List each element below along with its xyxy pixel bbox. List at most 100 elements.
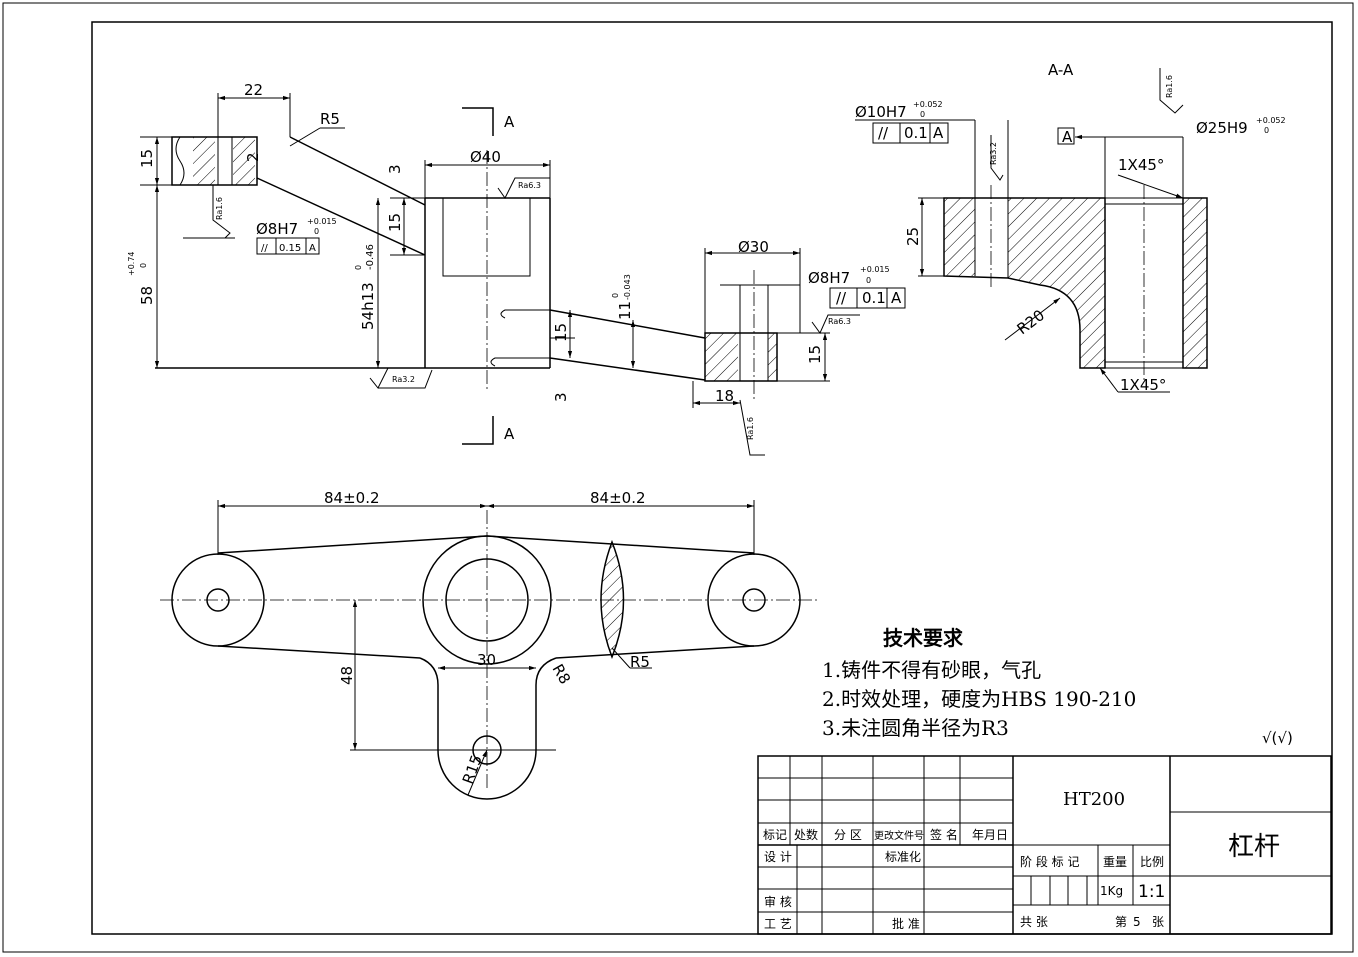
tolerance-frame-left: // 0.15 A (256, 237, 320, 255)
chamfer-bottom: 1X45° (1120, 376, 1166, 394)
dim-58: 58 (138, 286, 156, 305)
dim-3-top: 3 (386, 164, 404, 174)
svg-text:Ra6.3: Ra6.3 (828, 317, 851, 326)
roughness-ra16-left: Ra1.6 (212, 185, 231, 239)
svg-text://: // (836, 289, 847, 307)
roughness-ra32-section: Ra3.2 (989, 135, 1004, 181)
section-label: A-A (1048, 61, 1074, 79)
plan-dimensions: 84±0.2 84±0.2 48 30 R8 R5 R15 (217, 489, 755, 796)
hdr-sign: 签 名 (930, 827, 958, 842)
dim-r8: R8 (549, 661, 575, 687)
datum-a: A (1062, 128, 1073, 146)
requirement-3: 3.未注圆角半径为R3 (822, 716, 1009, 740)
front-dimensions: 22 R5 15 58 +0.74 0 2 Ø40 3 15 54h13 0 -… (127, 81, 890, 443)
svg-text:Ra1.6: Ra1.6 (1165, 75, 1174, 98)
svg-text:Ra1.6: Ra1.6 (215, 197, 224, 220)
hdr-zone: 分 区 (834, 828, 862, 842)
dim-15-left: 15 (138, 149, 156, 168)
hdr-count: 处数 (794, 827, 818, 842)
tb-standard: 标准化 (885, 850, 921, 864)
dim-30-plan: 30 (477, 651, 496, 669)
roughness-ra63-right: Ra6.3 (811, 314, 860, 334)
tb-sheet-label: 第 (1115, 915, 1127, 929)
dim-phi8-left: Ø8H7 (256, 220, 298, 238)
svg-text:-0.46: -0.46 (365, 244, 376, 270)
tb-total-sheets: 共 张 (1020, 915, 1048, 929)
hdr-mark: 标记 (763, 828, 787, 842)
dim-phi40: Ø40 (470, 148, 501, 166)
requirement-1: 1.铸件不得有砂眼，气孔 (822, 658, 1041, 682)
dim-phi25: Ø25H9 (1196, 119, 1248, 137)
svg-text:A: A (933, 124, 944, 142)
tb-design: 设 计 (764, 850, 792, 864)
svg-text:Ra6.3: Ra6.3 (518, 181, 541, 190)
svg-text:+0.74: +0.74 (127, 251, 136, 276)
svg-text:Ra3.2: Ra3.2 (989, 142, 998, 165)
svg-text:-0.043: -0.043 (623, 274, 632, 300)
svg-text://: // (261, 243, 268, 254)
svg-text:0.1: 0.1 (904, 124, 928, 142)
dim-phi30: Ø30 (738, 238, 769, 256)
svg-text:0: 0 (611, 293, 620, 298)
tb-stage: 阶 段 标 记 (1020, 854, 1079, 869)
dim-15-right: 15 (806, 345, 824, 364)
dim-r15: R15 (459, 752, 486, 786)
dim-18: 18 (715, 387, 734, 405)
svg-text:0: 0 (314, 227, 319, 236)
hdr-doc: 更改文件号 (874, 829, 924, 842)
svg-text:A: A (891, 289, 902, 307)
tb-process: 工 艺 (764, 917, 792, 931)
dim-25: 25 (904, 227, 922, 246)
svg-text:0.1: 0.1 (862, 289, 886, 307)
tb-approve: 批 准 (892, 916, 920, 931)
roughness-ra63-top: Ra6.3 (497, 177, 550, 199)
dim-2: 2 (244, 152, 262, 162)
drawing-border (91, 21, 1333, 935)
tb-weight-label: 重量 (1103, 855, 1127, 869)
svg-text:0: 0 (920, 110, 925, 119)
roughness-ra16-right: Ra1.6 (739, 399, 765, 456)
tb-sheet-suffix: 张 (1152, 915, 1164, 929)
svg-text:+0.015: +0.015 (860, 265, 890, 274)
svg-text:0.15: 0.15 (279, 243, 301, 254)
tb-scale-label: 比例 (1140, 855, 1164, 869)
dim-54h13: 54h13 (359, 282, 377, 330)
tb-scale: 1:1 (1138, 882, 1165, 902)
dim-r5-plan: R5 (630, 653, 650, 671)
chamfer-top: 1X45° (1118, 156, 1164, 174)
svg-text:0: 0 (866, 276, 871, 285)
dim-84-right: 84±0.2 (590, 489, 646, 507)
svg-text:Ra3.2: Ra3.2 (392, 375, 415, 384)
dim-phi8-right: Ø8H7 (808, 269, 850, 287)
tb-review: 审 核 (764, 894, 792, 909)
requirements-title: 技术要求 (883, 626, 964, 650)
material: HT200 (1063, 789, 1125, 810)
section-mark-bottom: A (504, 425, 515, 443)
plan-view (160, 510, 820, 800)
roughness-ra16-section: Ra1.6 (1159, 68, 1184, 114)
dim-15-mid: 15 (386, 213, 404, 232)
tb-sheet-no: 5 (1133, 915, 1141, 929)
tb-weight: 1Kg (1100, 884, 1123, 898)
svg-text:+0.052: +0.052 (913, 100, 943, 109)
dim-48: 48 (338, 666, 356, 685)
title-block: HT200 杠杆 标记 处数 分 区 更改文件号 签 名 年月日 设 计 标准化… (757, 755, 1332, 935)
tolerance-frame-section: // 0.1 A (872, 122, 949, 144)
dim-r5-top: R5 (320, 110, 340, 128)
svg-text:+0.015: +0.015 (307, 217, 337, 226)
dim-11: 11 (616, 301, 634, 320)
dim-3-bottom: 3 (552, 392, 570, 402)
section-view: A-A A Ø25H9 +0.052 0 1X45° 1X45° 25 R20 (855, 61, 1286, 394)
svg-text://: // (878, 124, 889, 142)
svg-text:+0.052: +0.052 (1256, 116, 1286, 125)
svg-text:0: 0 (354, 265, 363, 270)
hdr-date: 年月日 (972, 828, 1008, 842)
part-name: 杠杆 (1228, 832, 1280, 862)
svg-text:0: 0 (139, 263, 148, 268)
svg-text:Ra1.6: Ra1.6 (746, 417, 755, 440)
dim-phi10: Ø10H7 (855, 103, 907, 121)
svg-text:0: 0 (1264, 126, 1269, 135)
roughness-ra32-bottom: Ra3.2 (369, 367, 433, 389)
dim-22: 22 (244, 81, 263, 99)
